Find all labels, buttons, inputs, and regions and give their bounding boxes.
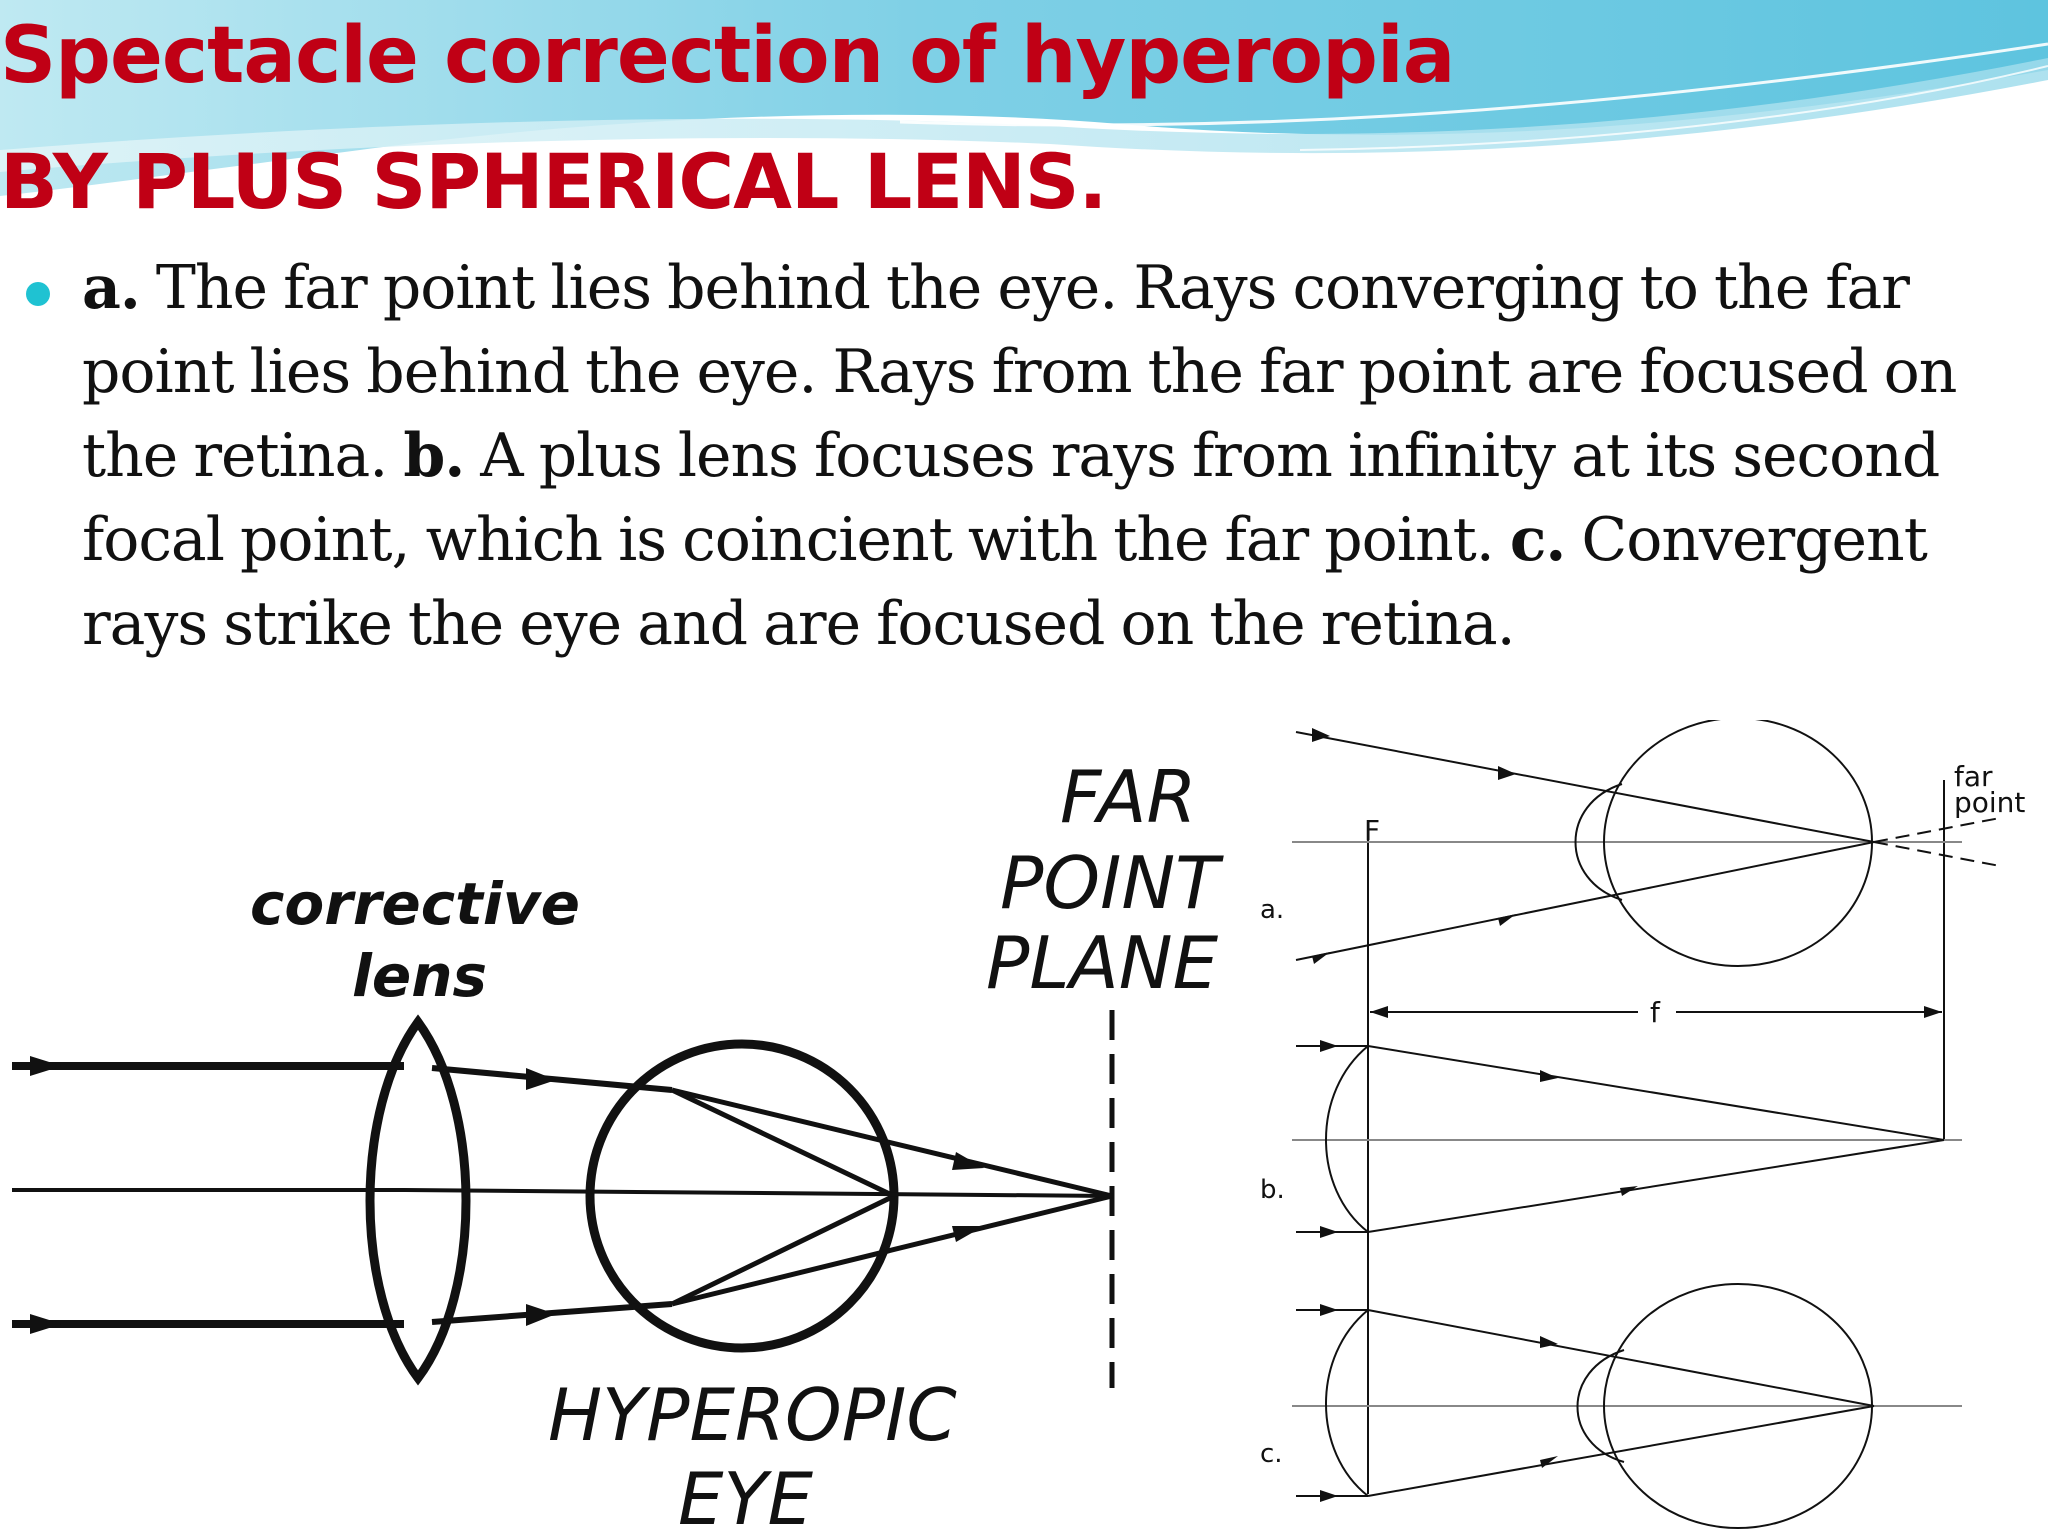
panel-c-label: c. xyxy=(1260,1439,1283,1469)
arrow-c3-icon xyxy=(1320,1490,1338,1502)
arrow-a4-icon xyxy=(1498,914,1516,926)
ray-a-bot-dashed xyxy=(1873,817,2001,843)
panel-a-label: a. xyxy=(1260,895,1284,925)
far-point-small-label-1: far xyxy=(1954,760,1993,793)
ray-bot-extended xyxy=(671,1193,1113,1307)
arrow-top-right-icon xyxy=(952,1152,984,1170)
text-b: A plus lens focuses rays from infinity a… xyxy=(82,421,1940,575)
arrow-c4-icon xyxy=(1540,1456,1558,1468)
slide-subtitle: BY PLUS SPHERICAL LENS. xyxy=(0,137,1107,226)
far-point-small-label-2: point xyxy=(1954,786,2025,819)
bullet-text: a. The far point lies behind the eye. Ra… xyxy=(82,246,2032,666)
text-c: Convergent rays strike the eye and are f… xyxy=(82,505,1928,659)
corrective-lens-label-2: lens xyxy=(352,942,487,1010)
ray-a-top-dashed xyxy=(1873,841,2001,867)
panel-b-label: b. xyxy=(1260,1175,1285,1205)
far-point-label-2: POINT xyxy=(1000,841,1224,925)
arrow-b1-icon xyxy=(1320,1040,1338,1052)
arrow-b4-icon xyxy=(1620,1186,1638,1196)
hyperopic-label-1: HYPEROPIC xyxy=(548,1373,957,1457)
focal-length-label: f xyxy=(1650,996,1661,1029)
focal-point-label: F xyxy=(1364,814,1380,847)
arrow-top-mid-icon xyxy=(526,1068,556,1090)
arrow-a3-icon xyxy=(1312,952,1330,964)
eye-a-cornea xyxy=(1574,783,1623,901)
focal-arrow-right-icon xyxy=(1924,1006,1942,1018)
lens-b xyxy=(1325,1045,1369,1233)
corrective-lens-shape xyxy=(365,1014,471,1386)
marker-b: b. xyxy=(403,421,465,491)
arrow-b3-icon xyxy=(1320,1226,1338,1238)
far-point-label-1: FAR xyxy=(1060,755,1196,839)
marker-c: c. xyxy=(1509,505,1566,575)
left-diagram: corrective lens FAR POINT PLANE HYPEROPI… xyxy=(12,755,1224,1536)
marker-a: a. xyxy=(82,253,141,323)
header-wave-decoration xyxy=(0,0,2048,240)
text-a: The far point lies behind the eye. Rays … xyxy=(82,253,1957,491)
far-point-label-3: PLANE xyxy=(986,921,1219,1005)
slide-title: Spectacle correction of hyperopia xyxy=(0,11,1455,101)
arrow-bot-mid-icon xyxy=(526,1304,556,1326)
ray-mid-through xyxy=(404,1188,1113,1198)
ray-b-top-out xyxy=(1367,1045,1945,1141)
hyperopic-label-2: EYE xyxy=(678,1457,813,1536)
arrow-a1-icon xyxy=(1312,728,1330,742)
arrow-c1-icon xyxy=(1320,1304,1338,1316)
optics-diagram: corrective lens FAR POINT PLANE HYPEROPI… xyxy=(12,720,2025,1536)
lens-c xyxy=(1325,1309,1369,1497)
ray-c-bot-out xyxy=(1367,1405,1875,1497)
arrow-c2-icon xyxy=(1540,1336,1558,1348)
arrow-bot-right-icon xyxy=(952,1226,984,1242)
ray-a-top xyxy=(1295,731,1875,843)
arrow-bot-left-icon xyxy=(30,1314,62,1334)
ray-top-refracted xyxy=(670,1087,896,1199)
right-diagram: far point F f a. b. c. xyxy=(1260,720,2025,1529)
arrow-a2-icon xyxy=(1498,766,1516,780)
arrow-b2-icon xyxy=(1540,1070,1558,1082)
ray-top-extended xyxy=(671,1087,1113,1199)
ray-b-bot-out xyxy=(1367,1139,1945,1233)
focal-arrow-left-icon xyxy=(1370,1006,1388,1018)
ray-bot-refracted xyxy=(670,1193,896,1307)
corrective-lens-label-1: corrective xyxy=(250,870,580,938)
arrow-top-left-icon xyxy=(30,1056,62,1076)
ray-c-top-out xyxy=(1367,1309,1875,1407)
bullet-dot-icon xyxy=(26,282,50,306)
ray-a-bot xyxy=(1295,841,1875,961)
